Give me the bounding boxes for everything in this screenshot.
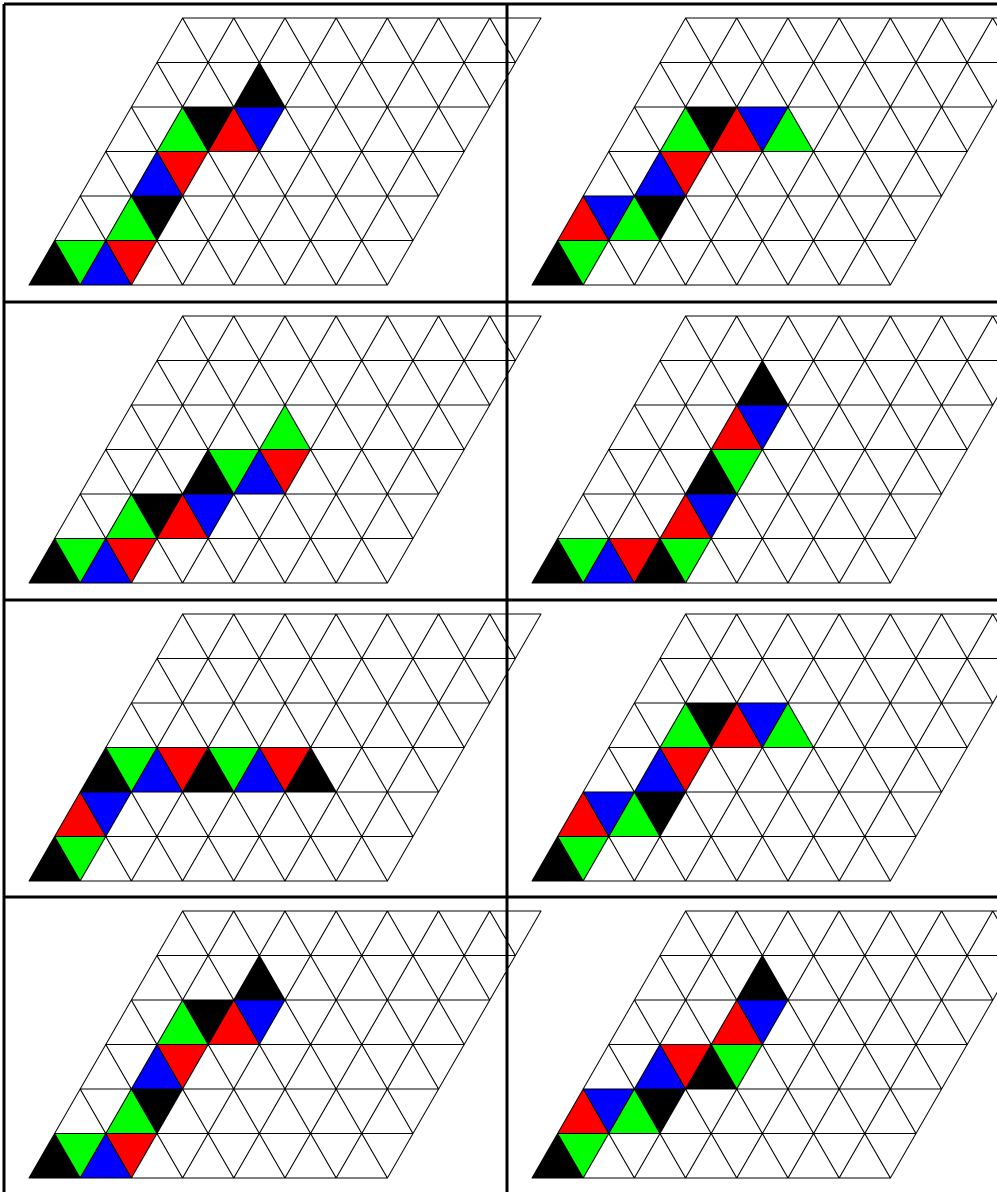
panel-7 (28, 910, 542, 1179)
grid-triangle (966, 315, 997, 361)
panel-3 (28, 315, 542, 584)
panel-4 (531, 315, 997, 584)
grid-triangle (489, 910, 542, 956)
grid-triangle (992, 910, 997, 920)
grid-triangle (992, 315, 997, 325)
grid-triangle (489, 613, 542, 659)
grid-triangle (489, 17, 542, 63)
grid-triangle (966, 613, 997, 659)
grid-triangle (992, 613, 997, 623)
panel-8 (531, 910, 997, 1179)
panel-6 (531, 613, 997, 882)
grid-triangle (966, 17, 997, 63)
panels-layer (28, 17, 997, 1179)
grid-triangle (966, 910, 997, 956)
panel-1 (28, 17, 542, 286)
grid-triangle (992, 17, 997, 27)
grid-triangle (489, 315, 542, 361)
panel-2 (531, 17, 997, 286)
panel-5 (28, 613, 542, 882)
